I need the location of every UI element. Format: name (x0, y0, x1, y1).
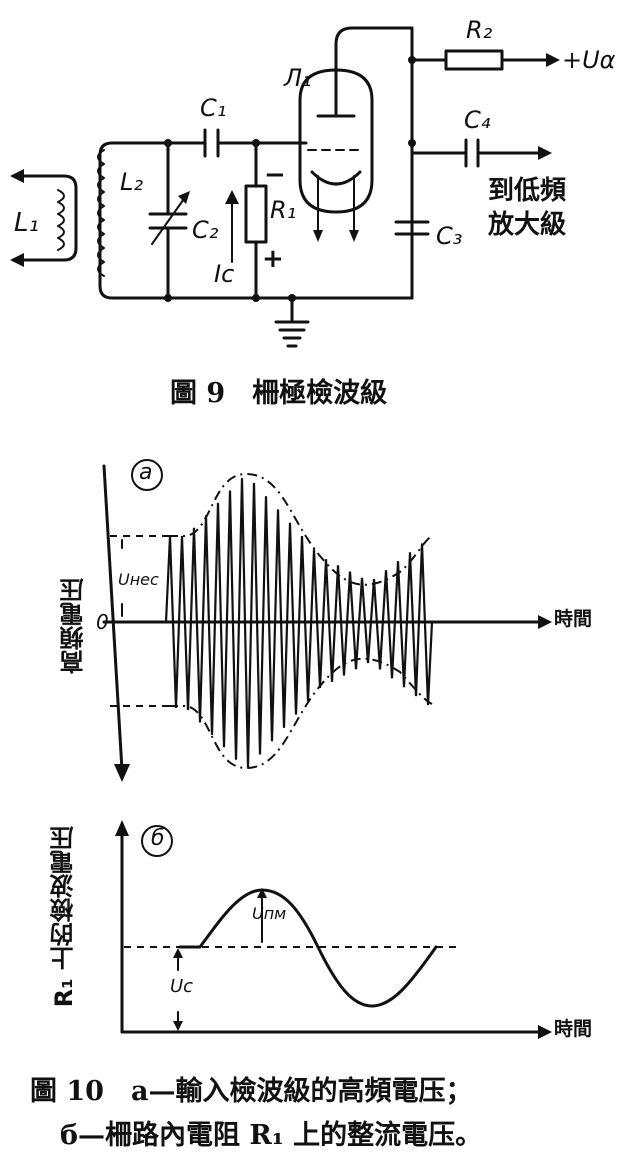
b-marker: б (151, 826, 165, 851)
label-output-line1: 到低頻 (488, 176, 567, 206)
label-supply: +Uα (562, 46, 616, 74)
label-r2: R₂ (466, 16, 493, 44)
b-detected-wave (178, 888, 438, 1008)
a-x-axis-label: 時間 (554, 608, 593, 630)
a-upper-envelope (168, 472, 433, 586)
capacitor-c2 (148, 141, 190, 300)
label-c1: C₁ (200, 94, 227, 122)
label-l2: L₂ (120, 168, 143, 196)
a-lower-envelope (168, 657, 433, 770)
b-peak-label: Uпм (252, 904, 287, 923)
label-r1: R₁ (270, 196, 297, 224)
circuit-diagram (10, 26, 560, 348)
label-plus: + (262, 244, 284, 274)
label-tube: Л₁ (284, 64, 312, 92)
fig9-caption: 圖 9 柵極檢波級 (170, 378, 388, 409)
capacitor-c4 (410, 138, 552, 168)
label-ic: Iс (214, 260, 235, 288)
fig10-caption-line2: б—柵路內電阻 R₁ 上的整流電压。 (60, 1120, 483, 1151)
label-output-line2: 放大級 (488, 210, 567, 240)
label-c2: C₂ (192, 216, 219, 244)
a-marker: a (139, 460, 153, 485)
label-c4: C₄ (464, 106, 491, 134)
a-y-axis-label: 高頻電压 (60, 578, 88, 674)
a-carrier-path (164, 478, 434, 768)
a-zero-label: 0 (96, 610, 109, 634)
label-minus: − (264, 160, 286, 190)
capacitor-c3 (394, 220, 430, 236)
b-y-axis-label: R₁ 上的檢波電压 (50, 826, 78, 1008)
b-offset-label: Uс (170, 976, 194, 997)
coil-l1 (10, 169, 78, 267)
resistor-r2 (444, 49, 560, 71)
label-l1: L₁ (14, 208, 39, 238)
vacuum-tube (298, 58, 374, 242)
b-x-axis-label: 時間 (554, 1018, 593, 1040)
a-carrier-wave (164, 478, 434, 768)
a-amplitude-label: Uнес (118, 570, 159, 589)
label-c3: C₃ (436, 222, 463, 250)
coil-l2 (97, 141, 162, 300)
fig10-caption-line1: 圖 10 a—輸入檢波級的高頻電压； (30, 1076, 473, 1107)
resistor-r1 (225, 141, 268, 300)
anode-wire (334, 26, 414, 300)
a-y-axis (102, 464, 124, 772)
ground-symbol (274, 296, 310, 348)
